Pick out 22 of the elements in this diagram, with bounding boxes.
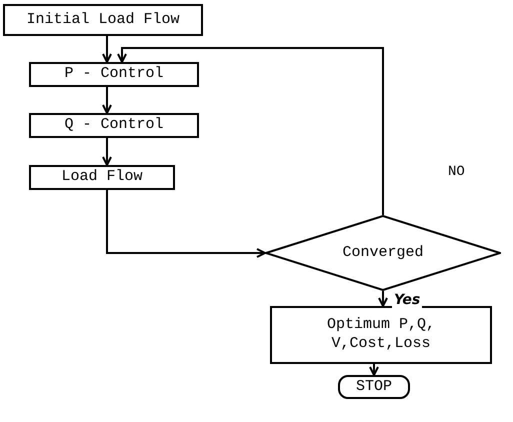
terminator-box: [338, 375, 410, 399]
arrow: [369, 364, 379, 376]
node-text: Converged: [342, 244, 424, 262]
process-box: [3, 4, 203, 36]
process-box: [29, 62, 199, 87]
node-text: Q - Control: [64, 116, 164, 135]
node-text: Optimum P,Q, V,Cost,Loss: [326, 316, 436, 354]
decision-diamond: [265, 215, 501, 291]
node-text: STOP: [356, 378, 392, 396]
node-text: Load Flow: [61, 168, 142, 187]
process-box: [29, 165, 175, 190]
node-text: Initial Load Flow: [26, 10, 180, 30]
arrow: [106, 190, 266, 258]
node-text: P - Control: [64, 65, 164, 84]
arrow: [117, 47, 384, 215]
arrow: [102, 138, 112, 166]
arrow: [102, 36, 112, 63]
arrow: [378, 291, 388, 307]
arrow: [102, 87, 112, 114]
process-box: [270, 306, 492, 364]
process-box: [29, 113, 199, 138]
edge-label: Yes: [392, 292, 422, 308]
